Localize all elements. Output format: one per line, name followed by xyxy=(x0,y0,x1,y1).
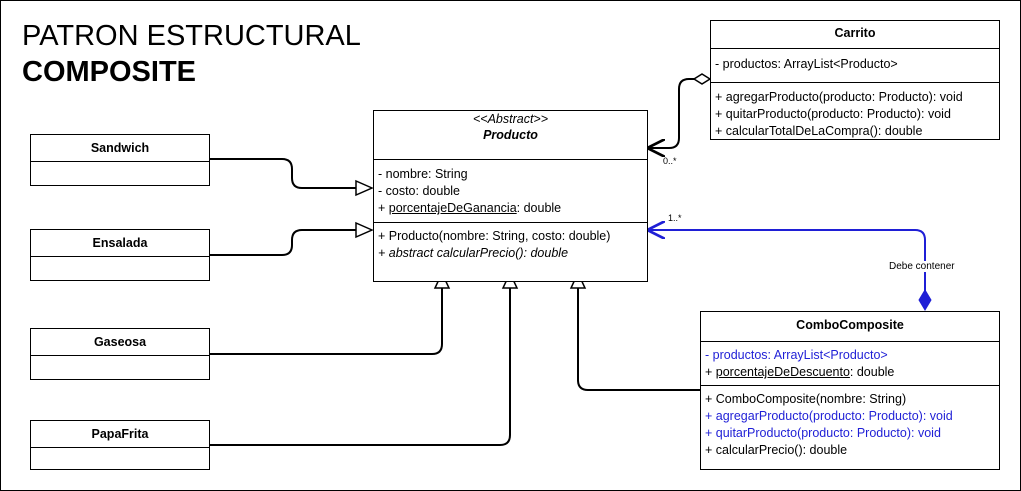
static-attr-prefix: + xyxy=(378,201,389,215)
static-attr-prefix: + xyxy=(705,365,716,379)
ensalada-name: Ensalada xyxy=(92,236,148,250)
combo-method-calcular: + calcularPrecio(): double xyxy=(705,443,848,457)
inheritance-arrowhead xyxy=(355,179,374,197)
gaseosa-body xyxy=(31,355,209,380)
combo-name: ComboComposite xyxy=(796,318,904,332)
class-ensalada[interactable]: Ensalada xyxy=(30,229,210,281)
combo-multiplicity: 1..* xyxy=(668,213,682,223)
carrito-method-agregar: + agregarProducto(producto: Producto): v… xyxy=(715,90,963,104)
papafrita-name: PapaFrita xyxy=(91,427,149,441)
sandwich-body xyxy=(31,161,209,186)
gaseosa-name: Gaseosa xyxy=(93,335,147,349)
edge-carrito-producto xyxy=(649,78,694,148)
static-attr-name: porcentajeDeDescuento xyxy=(715,365,850,379)
class-papafrita[interactable]: PapaFrita xyxy=(30,420,210,470)
producto-methods: + Producto(nombre: String, costo: double… xyxy=(374,222,647,265)
class-sandwich[interactable]: Sandwich xyxy=(30,134,210,186)
carrito-attr-productos: - productos: ArrayList<Producto> xyxy=(715,57,898,71)
producto-attr-costo: - costo: double xyxy=(378,184,460,198)
producto-attributes: - nombre: String - costo: double + porce… xyxy=(374,159,647,222)
combo-method-agregar: + agregarProducto(producto: Producto): v… xyxy=(705,409,953,423)
carrito-name: Carrito xyxy=(834,26,876,40)
static-attr-name: porcentajeDeGanancia xyxy=(388,201,517,215)
combo-method-constructor: + ComboComposite(nombre: String) xyxy=(705,392,907,406)
edge-combo-composition xyxy=(649,230,926,292)
edge-papafrita-producto xyxy=(210,288,511,446)
carrito-multiplicity: 0..* xyxy=(663,156,677,166)
combo-attr-productos: - productos: ArrayList<Producto> xyxy=(705,348,888,362)
sandwich-name: Sandwich xyxy=(90,141,150,155)
static-attr-type: : double xyxy=(849,365,895,379)
combo-attributes: - productos: ArrayList<Producto> + porce… xyxy=(701,341,999,385)
class-gaseosa[interactable]: Gaseosa xyxy=(30,328,210,380)
producto-attr-nombre: - nombre: String xyxy=(378,167,468,181)
producto-stereotype: <<Abstract>> xyxy=(472,112,549,126)
producto-method-constructor: + Producto(nombre: String, costo: double… xyxy=(378,229,611,243)
diagram-title-line2: COMPOSITE xyxy=(22,56,197,88)
edge-gaseosa-producto xyxy=(210,288,443,355)
combo-methods: + ComboComposite(nombre: String) + agreg… xyxy=(701,385,999,462)
papafrita-body xyxy=(31,447,209,470)
class-producto[interactable]: <<Abstract>> Producto - nombre: String -… xyxy=(373,110,648,282)
combo-method-quitar: + quitarProducto(producto: Producto): vo… xyxy=(705,426,941,440)
carrito-method-calcular: + calcularTotalDeLaCompra(): double xyxy=(715,124,923,138)
diagram-title-line1: PATRON ESTRUCTURAL xyxy=(22,20,361,52)
edge-sandwich-producto xyxy=(210,158,356,189)
class-carrito[interactable]: Carrito - productos: ArrayList<Producto>… xyxy=(710,20,1000,140)
carrito-method-quitar: + quitarProducto(producto: Producto): vo… xyxy=(715,107,951,121)
ensalada-body xyxy=(31,256,209,281)
class-combo-composite[interactable]: ComboComposite - productos: ArrayList<Pr… xyxy=(700,311,1000,470)
inheritance-arrowhead xyxy=(355,221,374,239)
combo-attr-porcentaje: + porcentajeDeDescuento: double xyxy=(705,364,995,381)
edge-combo-producto xyxy=(577,288,700,391)
static-attr-type: : double xyxy=(516,201,562,215)
aggregation-diamond xyxy=(692,73,712,85)
producto-method-calcular: + abstract calcularPrecio(): double xyxy=(378,246,569,260)
edge-ensalada-producto xyxy=(210,229,356,256)
carrito-methods: + agregarProducto(producto: Producto): v… xyxy=(711,82,999,143)
producto-attr-porcentaje: + porcentajeDeGanancia: double xyxy=(378,200,643,217)
composition-diamond xyxy=(918,289,932,311)
carrito-attributes: - productos: ArrayList<Producto> xyxy=(711,48,999,82)
producto-name: Producto xyxy=(483,128,538,142)
combo-relation-label: Debe contener xyxy=(886,261,958,272)
